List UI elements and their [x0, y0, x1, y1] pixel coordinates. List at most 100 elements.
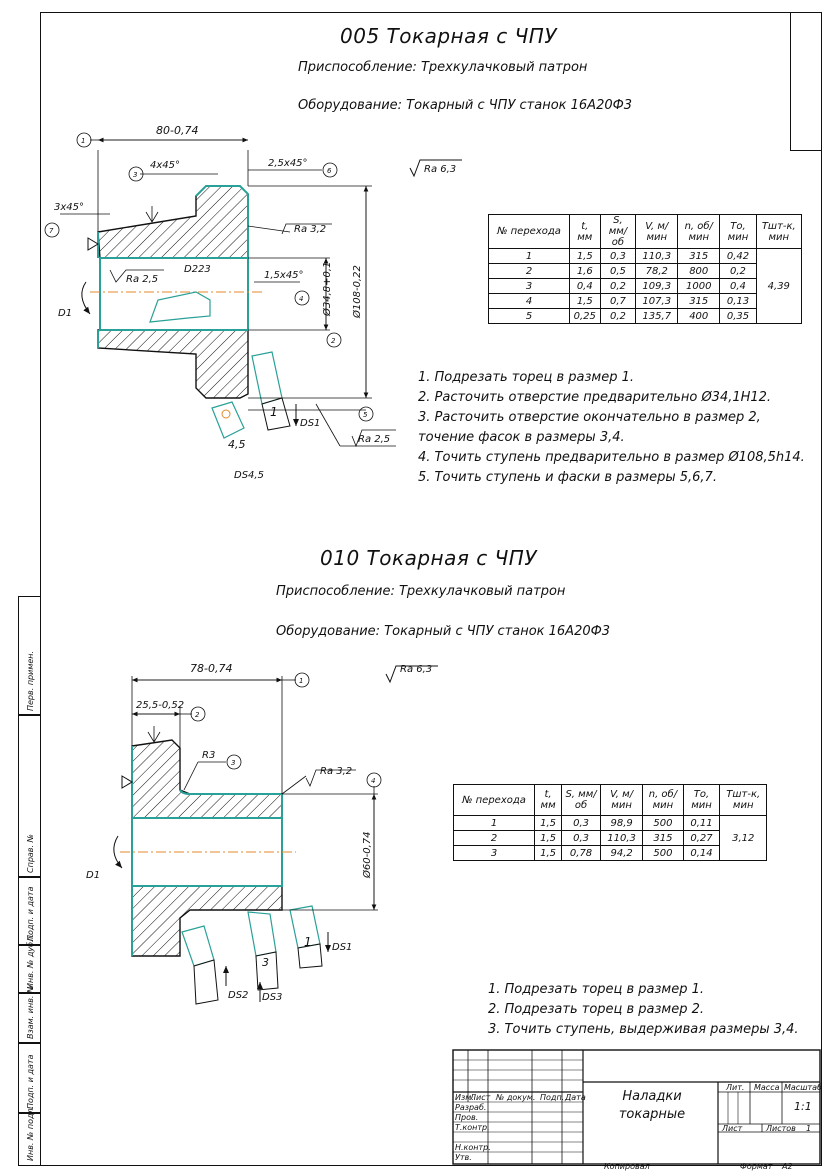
dim-step: 25,5-0,52	[136, 700, 184, 711]
op2-th: t, мм	[533, 784, 563, 816]
op1-th: Тшт-к, мин	[755, 214, 803, 249]
op2-labels: 78-0,74 25,5-0,52 R3 Ra 3,2 Ra 6,3 Ø60-0…	[86, 662, 432, 1003]
dim-bore: Ø34,8+0,1	[321, 262, 333, 317]
balloon-label: 6	[327, 167, 332, 175]
cell: 5	[488, 308, 570, 324]
op2-total: 3,12	[719, 815, 767, 861]
cell: 135,7	[635, 308, 679, 324]
step: 2. Подрезать торец в размер 2.	[488, 1002, 705, 1017]
op1-th: S, мм/об	[599, 214, 637, 249]
side-stamp-3: Подп. и дата	[18, 876, 41, 946]
dim-chamfer: 1,5x45°	[264, 270, 304, 281]
tool-label: 4,5	[228, 438, 246, 451]
side-stamp-7: Инв. № подл.	[18, 1106, 41, 1166]
stamp-mass: Масса	[754, 1083, 780, 1092]
op2-title: 010 Токарная с ЧПУ	[320, 546, 538, 570]
op1-part	[44, 132, 462, 448]
op2-table: № перехода t, мм S, мм/об V, м/мин n, об…	[453, 784, 767, 861]
stamp-lit: Лит.	[726, 1083, 745, 1092]
tool-label: DS4,5	[234, 470, 264, 481]
stamp-role: Т.контр.	[455, 1123, 490, 1132]
tool-label: D1	[58, 308, 72, 319]
stamp-col: Подп.	[540, 1093, 565, 1102]
stamp-role: Н.контр.	[455, 1143, 491, 1152]
stamp-sheets: Листов	[766, 1124, 796, 1133]
drawing-frame	[40, 12, 822, 1166]
dim-chamfer: 4x45°	[150, 160, 180, 171]
title-block-grid	[452, 1049, 821, 1165]
stamp-sheet: Лист	[722, 1124, 743, 1133]
stamp-copied: Копировал	[604, 1162, 650, 1171]
cell: 0,27	[682, 830, 721, 846]
side-stamp-4: Инв. № дубл.	[18, 934, 41, 994]
top-right-box	[790, 12, 821, 151]
stamp-title-line: Наладки	[622, 1089, 682, 1104]
op1-equipment: Оборудование: Токарный с ЧПУ станок 16А2…	[298, 98, 633, 113]
stamp-col: Дата	[565, 1093, 586, 1102]
balloon-label: 5	[363, 411, 368, 419]
op1-fixture: Приспособление: Трехкулачковый патрон	[298, 60, 588, 75]
op1-steps: 1. Подрезать торец в размер 1. 2. Расточ…	[418, 368, 805, 488]
stamp-col: № докум.	[496, 1093, 536, 1102]
side-stamp-6: Подп. и дата	[18, 1042, 41, 1114]
balloon-label: 4	[299, 295, 303, 303]
op2-steps: 1. Подрезать торец в размер 1. 2. Подрез…	[488, 980, 799, 1040]
balloon-label: 7	[49, 227, 54, 235]
step: 2. Расточить отверстие предварительно Ø3…	[418, 390, 772, 405]
tool-label: D223	[184, 264, 211, 275]
op1-th: V, м/мин	[635, 214, 679, 249]
op1-total: 4,39	[755, 248, 803, 324]
op1-table: № перехода t, мм S, мм/об V, м/мин n, об…	[488, 214, 803, 324]
op2-th: S, мм/об	[561, 784, 601, 816]
dim-outer: Ø108-0,22	[351, 265, 363, 319]
stamp-scale: Масштаб	[784, 1083, 823, 1092]
tool-label: DS1	[300, 418, 320, 429]
stamp-scale-value: 1:1	[794, 1100, 812, 1113]
op2-th: Тшт-к, мин	[719, 784, 767, 816]
step: 4. Точить ступень предварительно в разме…	[418, 450, 805, 465]
op2-part	[113, 665, 438, 1005]
roughness-label: Ra 2,5	[358, 434, 390, 445]
op1-th: t, мм	[569, 214, 601, 249]
roughness-label: Ra 3,2	[294, 224, 326, 235]
tool-label: 3	[262, 956, 269, 969]
tool-label: D1	[86, 870, 100, 881]
balloon-label: 1	[299, 677, 303, 685]
cell: 500	[642, 845, 684, 861]
side-stamp-2: Справ. №	[18, 714, 41, 878]
cell: 0,25	[569, 308, 601, 324]
op1-th: n, об/мин	[677, 214, 721, 249]
tool-label: 1	[304, 935, 312, 949]
side-stamp-1: Перв. примен.	[18, 596, 41, 716]
step: 1. Подрезать торец в размер 1.	[488, 982, 705, 997]
cell: 0,14	[682, 845, 721, 861]
balloon-label: 2	[331, 337, 336, 345]
tool-label: DS1	[332, 942, 352, 953]
stamp-role: Разраб.	[455, 1103, 487, 1112]
balloon-label: 3	[231, 759, 235, 767]
roughness-label: Ra 2,5	[126, 274, 158, 285]
dim-radius: R3	[202, 750, 215, 761]
op2-th: № перехода	[453, 784, 535, 816]
stamp-col: Лист	[470, 1093, 491, 1102]
stamp-title: Наладки токарные	[596, 1088, 708, 1124]
cell: 1,5	[533, 845, 563, 861]
step: точение фасок в размеры 3,4.	[418, 430, 625, 445]
op2-fixture: Приспособление: Трехкулачковый патрон	[276, 584, 566, 599]
balloon-label: 4	[371, 777, 375, 785]
op2-th: n, об/мин	[642, 784, 684, 816]
cell: 1,5	[533, 830, 563, 846]
tool-label: DS3	[262, 992, 282, 1003]
stamp-sheets-value: 1	[806, 1124, 812, 1133]
op1-title: 005 Токарная с ЧПУ	[340, 24, 558, 48]
step: 5. Точить ступень и фаски в размеры 5,6,…	[418, 470, 717, 485]
balloon-label: 1	[81, 137, 85, 145]
stamp-col: Изм.	[455, 1093, 474, 1102]
